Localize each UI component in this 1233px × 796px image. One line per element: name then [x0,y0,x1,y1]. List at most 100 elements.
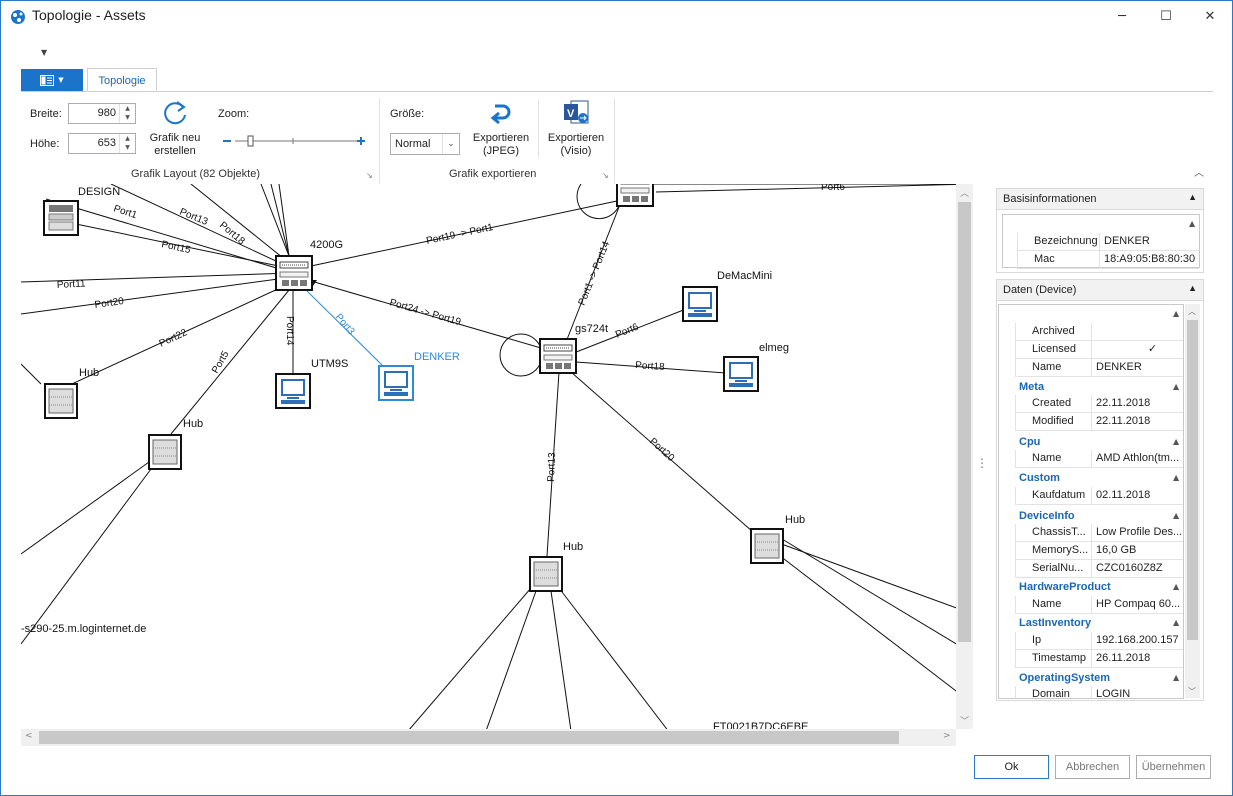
detail-value[interactable]: AMD Athlon(tm... [1091,450,1183,468]
licensed-checkbox[interactable]: ✓ [1091,341,1183,359]
edge-label-port22: Port22 [158,327,190,350]
canvas-horizontal-scrollbar[interactable]: < > [21,729,956,746]
detail-value[interactable]: 192.168.200.157 [1091,632,1183,650]
collapse-icon[interactable]: ▲ [1173,511,1180,520]
tab-topologie[interactable]: Topologie [87,68,157,92]
scroll-thumb[interactable] [39,731,899,744]
detail-value[interactable]: 26.11.2018 [1091,650,1183,668]
detail-value[interactable]: 22.11.2018 [1091,395,1183,413]
spinner-arrows-icon[interactable]: ▲▼ [119,134,135,153]
edge-label-port18: Port18 [217,220,247,248]
ok-button[interactable]: Ok [974,755,1049,779]
maximize-button[interactable]: ☐ [1160,8,1172,24]
detail-key: Timestamp [1015,650,1091,668]
detail-value[interactable]: CZC0160Z8Z [1091,560,1183,578]
node-design-icon[interactable] [43,200,79,236]
recreate-graph-button[interactable]: Grafik neu erstellen [145,98,205,158]
node-elmeg-icon[interactable] [723,356,759,392]
close-button[interactable]: ✕ [1204,8,1216,24]
detail-value[interactable]: LOGIN [1091,686,1183,698]
splitter-handle-icon[interactable]: ⋮ [976,456,988,470]
detail-value[interactable]: DENKER [1091,359,1183,377]
category-meta[interactable]: Meta [1019,381,1045,393]
collapse-ribbon-icon[interactable]: ︿ [1194,168,1204,179]
basis-value[interactable]: 18:A9:05:B8:80:30 [1099,251,1199,269]
cancel-button[interactable]: Abbrechen [1055,755,1130,779]
scroll-thumb[interactable] [1187,320,1198,640]
height-label: Höhe: [30,138,60,150]
app-menu-button[interactable]: ▼ [21,69,83,91]
canvas-vertical-scrollbar[interactable]: ︿ ﹀ [956,184,973,729]
collapse-icon[interactable]: ▲ [1173,382,1180,391]
export-jpeg-button[interactable]: Exportieren (JPEG) [469,98,533,158]
node-top-switch-icon[interactable] [616,184,654,207]
collapse-icon[interactable]: ▲ [1173,582,1180,591]
scroll-left-icon[interactable]: < [25,731,33,741]
detail-value[interactable]: 02.11.2018 [1091,487,1183,505]
topology-graph[interactable]: Port1 Port13 Port18 Port15 Port11 Port20… [21,184,973,745]
category-custom[interactable]: Custom [1019,472,1060,484]
node-4200g-icon[interactable] [275,255,313,291]
detail-row: Archived [999,323,1183,341]
minimize-button[interactable]: ─ [1118,8,1126,24]
topology-canvas[interactable]: Port1 Port13 Port18 Port15 Port11 Port20… [21,184,973,745]
collapse-icon[interactable]: ▲ [1173,437,1180,446]
node-label-hub-4: Hub [785,514,805,526]
apply-button[interactable]: Übernehmen [1136,755,1211,779]
detail-value[interactable]: 16,0 GB [1091,542,1183,560]
pin-icon[interactable]: ▲ [1188,283,1197,293]
node-denker-icon[interactable] [378,365,414,401]
detail-row: SerialNu... CZC0160Z8Z [999,560,1183,578]
collapse-icon[interactable]: ▲ [1173,309,1180,318]
details-scrollbar[interactable]: ︿ ﹀ [1185,304,1200,698]
graph-nodes[interactable] [43,184,784,592]
dialog-launcher-icon[interactable]: ↘ [602,171,609,180]
height-spinner[interactable]: 653 ▲▼ [68,133,136,154]
collapse-icon[interactable]: ▲ [1189,219,1196,228]
zoom-slider[interactable] [221,134,367,148]
category-operatingsystem[interactable]: OperatingSystem [1019,672,1111,684]
detail-value[interactable]: Low Profile Des... [1091,524,1183,542]
group-separator [614,98,615,183]
edge-label-port24-port19: Port24 -> Port19 [388,297,462,328]
category-cpu[interactable]: Cpu [1019,436,1041,448]
scroll-thumb[interactable] [958,202,971,642]
node-gs724t-icon[interactable] [539,338,577,374]
node-hub-4-icon[interactable] [750,528,784,564]
dialog-launcher-icon[interactable]: ↘ [366,171,373,180]
node-hub-2-icon[interactable] [148,434,182,470]
basis-row: Mac 18:A9:05:B8:80:30 [1003,251,1199,269]
basis-key: Mac [1017,251,1099,269]
ribbon: Breite: 980 ▲▼ Höhe: 653 ▲▼ Grafik neu e… [21,91,1213,184]
category-lastinventory[interactable]: LastInventory [1019,617,1092,629]
detail-value[interactable]: 22.11.2018 [1091,413,1183,431]
category-hardwareproduct[interactable]: HardwareProduct [1019,581,1111,593]
scroll-up-icon[interactable]: ︿ [1188,307,1196,316]
node-demacmini-icon[interactable] [682,286,718,322]
scroll-down-icon[interactable]: ﹀ [960,717,970,727]
visio-icon: V [564,100,589,124]
scroll-right-icon[interactable]: > [943,731,951,741]
width-value: 980 [97,107,116,119]
detail-value[interactable]: HP Compaq 60... [1091,596,1183,614]
node-utm9s-icon[interactable] [275,373,311,409]
node-hub-3-icon[interactable] [529,556,563,592]
scroll-up-icon[interactable]: ︿ [960,189,970,199]
node-hub-1-icon[interactable] [44,383,78,419]
spinner-arrows-icon[interactable]: ▲▼ [119,104,135,123]
graph-edges [21,184,973,745]
scroll-down-icon[interactable]: ﹀ [1188,687,1196,696]
detail-key: Modified [1015,413,1091,431]
detail-value[interactable] [1091,323,1183,341]
quick-access-dropdown-icon[interactable]: ▼ [41,48,48,57]
export-visio-button[interactable]: V Exportieren (Visio) [544,98,608,158]
width-spinner[interactable]: 980 ▲▼ [68,103,136,124]
category-deviceinfo[interactable]: DeviceInfo [1019,510,1075,522]
collapse-icon[interactable]: ▲ [1173,473,1180,482]
pin-icon[interactable]: ▲ [1188,192,1197,202]
collapse-icon[interactable]: ▲ [1173,618,1180,627]
size-select[interactable]: Normal ⌄ [390,133,460,155]
export-visio-line1: Exportieren [547,132,605,144]
collapse-icon[interactable]: ▲ [1173,673,1180,682]
basis-value[interactable]: DENKER [1099,233,1199,251]
